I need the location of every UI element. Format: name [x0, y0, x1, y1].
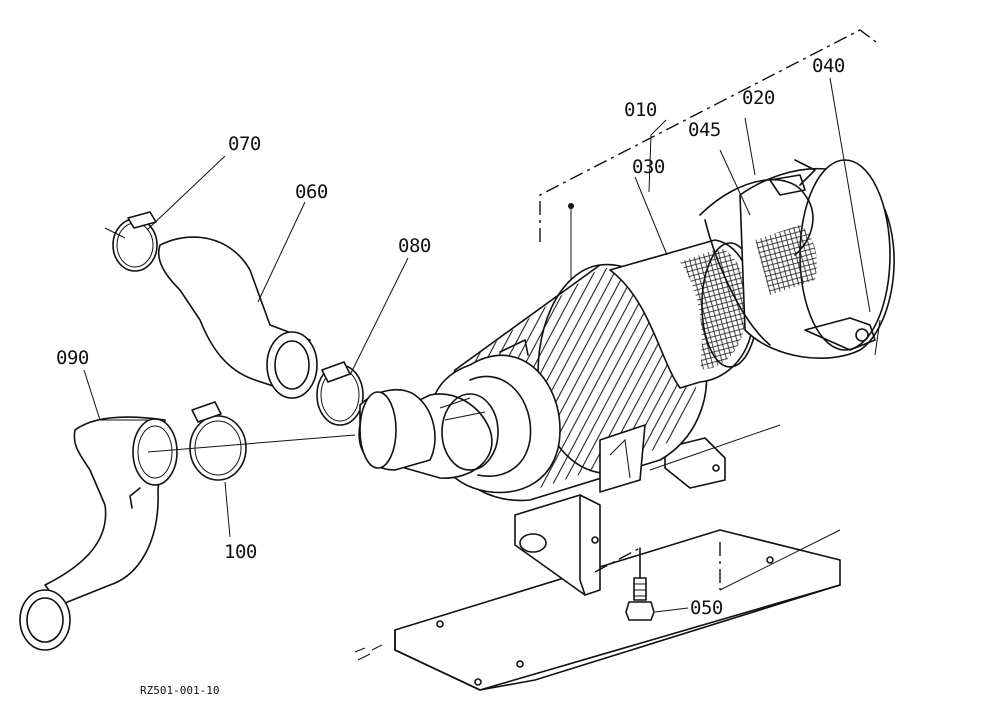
tab-bracket: [649, 424, 781, 489]
clamp-080: [316, 361, 364, 426]
part-label-060: 060: [295, 181, 328, 203]
air-cleaner-body: [385, 203, 708, 502]
part-label-040: 040: [812, 55, 845, 77]
part-label-080: 080: [398, 235, 431, 257]
leader-lines: [83, 77, 871, 613]
part-label-020: 020: [742, 87, 775, 109]
part-label-010: 010: [624, 99, 657, 121]
bolt-axis: [594, 547, 641, 573]
clamp-070: [104, 211, 158, 272]
clamp-100: [189, 401, 247, 481]
part-label-045: 045: [688, 119, 721, 141]
part-label-030: 030: [632, 156, 665, 178]
elbow-connector: [358, 389, 436, 471]
element-housing-030: [609, 239, 759, 389]
end-cap-020-040: [699, 159, 895, 359]
bolt-050: [625, 547, 655, 621]
bracket: [514, 494, 601, 596]
reference-code: RZ501-001-10: [140, 684, 219, 697]
part-label-090: 090: [56, 347, 89, 369]
mounting-plate: [354, 529, 841, 691]
hose-090: [19, 416, 178, 651]
part-label-050: 050: [690, 597, 723, 619]
hose-centerline: [147, 434, 356, 453]
part-label-100: 100: [224, 541, 257, 563]
part-label-070: 070: [228, 133, 261, 155]
hose-060: [158, 236, 318, 399]
assembly-outline: [539, 29, 881, 242]
